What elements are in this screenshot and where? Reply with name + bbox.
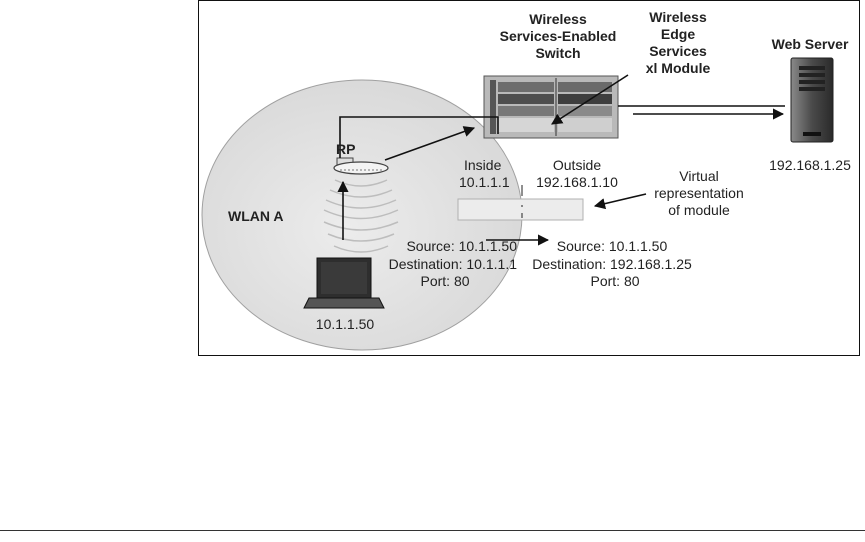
rp-label: RP xyxy=(336,141,356,157)
radio-waves-icon xyxy=(323,179,399,253)
module-label-line4: xl Module xyxy=(645,60,711,76)
web-server-ip: 192.168.1.25 xyxy=(769,157,851,173)
outside-label: Outside xyxy=(552,157,602,173)
page-footer-rule xyxy=(0,530,865,531)
access-point-icon xyxy=(333,157,389,175)
switch-label-line2: Services-Enabled xyxy=(499,28,617,44)
virtual-label-line3: of module xyxy=(668,202,730,218)
laptop-icon xyxy=(303,257,385,309)
virtual-module-box xyxy=(457,185,584,221)
packet-out-port: Port: 80 xyxy=(590,273,640,289)
switch-chassis xyxy=(483,75,619,139)
packet-out-destination: Destination: 192.168.1.25 xyxy=(532,256,692,272)
switch-label-line1: Wireless xyxy=(529,11,587,27)
laptop-ip: 10.1.1.50 xyxy=(315,316,375,332)
web-server-label: Web Server xyxy=(771,36,849,52)
inside-label: Inside xyxy=(464,157,502,173)
virtual-label-line1: Virtual xyxy=(679,168,719,184)
web-server-icon xyxy=(790,57,834,143)
module-label-line3: Services xyxy=(649,43,707,59)
connectors xyxy=(337,74,785,246)
module-label-line2: Edge xyxy=(660,26,696,42)
packet-in-port: Port: 80 xyxy=(420,273,470,289)
wlan-label: WLAN A xyxy=(228,208,284,224)
packet-out-source: Source: 10.1.1.50 xyxy=(556,238,668,254)
diagram-frame xyxy=(198,0,860,356)
module-label-line1: Wireless xyxy=(649,9,707,25)
packet-in-destination: Destination: 10.1.1.1 xyxy=(388,256,517,272)
packet-in-source: Source: 10.1.1.50 xyxy=(406,238,517,254)
switch-label-line3: Switch xyxy=(535,45,581,61)
outside-ip: 192.168.1.10 xyxy=(536,174,618,190)
virtual-label-line2: representation xyxy=(654,185,744,201)
inside-ip: 10.1.1.1 xyxy=(459,174,510,190)
